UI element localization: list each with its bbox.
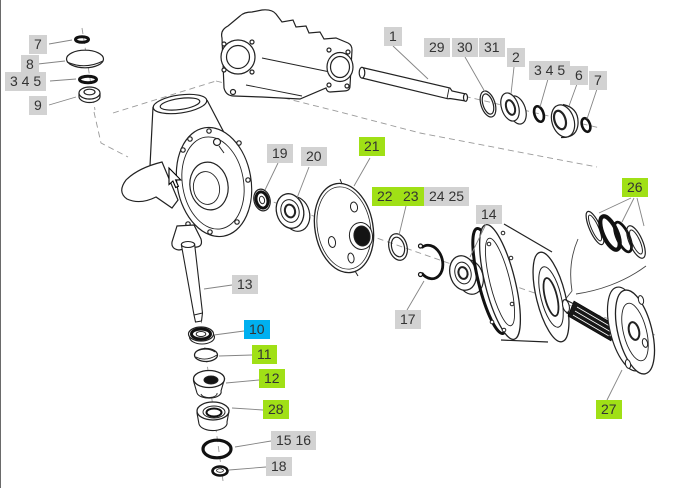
- part-bearing-20: [275, 193, 311, 232]
- callout-2[interactable]: 2: [507, 48, 525, 67]
- part-bushing-12: [192, 369, 226, 399]
- part-oring-22-23: [388, 233, 408, 261]
- part-oring-29-30-31: [479, 90, 497, 118]
- part-axle-flange-27: [561, 286, 656, 375]
- callout-30[interactable]: 30: [452, 38, 478, 57]
- part-cap-8: [65, 49, 105, 69]
- callout-8[interactable]: 8: [21, 55, 39, 74]
- callout-19[interactable]: 19: [267, 144, 293, 163]
- part-wheel-hub: [471, 223, 570, 343]
- part-washer-11: [193, 347, 219, 363]
- callout-14[interactable]: 14: [476, 205, 502, 224]
- leader-lines: [37, 39, 645, 471]
- callout-13[interactable]: 13: [232, 275, 258, 294]
- part-kingpin-13: [180, 240, 204, 323]
- part-ring-18: [211, 465, 229, 477]
- callout-31[interactable]: 31: [479, 38, 505, 57]
- part-bearing-14: [449, 255, 484, 295]
- callout-12[interactable]: 12: [259, 369, 285, 388]
- callout-22[interactable]: 22: [372, 187, 398, 206]
- callout-15-16[interactable]: 15 16: [271, 431, 317, 450]
- part-ring-3-4-5-left: [78, 74, 98, 85]
- part-axle-housing: [220, 9, 354, 100]
- part-steering-knuckle: [121, 93, 253, 251]
- part-backing-plate-21: [313, 178, 375, 277]
- part-seal-19: [253, 188, 271, 212]
- callout-24-25[interactable]: 24 25: [424, 187, 470, 206]
- part-oring-15-16: [201, 438, 233, 460]
- callout-1[interactable]: 1: [384, 27, 402, 46]
- callout-7-right[interactable]: 7: [589, 71, 607, 90]
- callout-6[interactable]: 6: [570, 66, 588, 85]
- part-bearing-cup-28: [196, 401, 230, 432]
- part-bearing-2: [500, 92, 527, 125]
- callout-9[interactable]: 9: [29, 96, 47, 115]
- callout-17[interactable]: 17: [395, 310, 421, 329]
- callout-3-4-5-left[interactable]: 3 4 5: [5, 72, 47, 91]
- part-cup-6: [550, 103, 579, 139]
- callout-26[interactable]: 26: [622, 178, 648, 197]
- part-ring-3-4-5-right: [532, 104, 546, 124]
- arrow-pointer-icon: [168, 166, 183, 189]
- callout-7-left[interactable]: 7: [29, 35, 47, 54]
- part-snap-ring-17: [417, 243, 445, 281]
- callout-18[interactable]: 18: [266, 457, 292, 476]
- part-bearing-10: [187, 326, 216, 345]
- callout-28[interactable]: 28: [263, 400, 289, 419]
- callout-3-4-5-right[interactable]: 3 4 5: [529, 61, 571, 80]
- callout-27[interactable]: 27: [596, 400, 622, 419]
- part-seal-rings-26: [563, 210, 647, 302]
- callout-23[interactable]: 23: [398, 187, 424, 206]
- callout-21[interactable]: 21: [359, 137, 385, 156]
- callout-11[interactable]: 11: [252, 345, 277, 364]
- callout-10[interactable]: 10: [244, 320, 270, 339]
- part-seal-7: [74, 35, 90, 44]
- window-edge-divider: [0, 0, 1, 488]
- callout-29[interactable]: 29: [424, 38, 450, 57]
- part-oring-7-right: [580, 116, 592, 134]
- callout-20[interactable]: 20: [301, 147, 327, 166]
- part-bearing-9: [78, 86, 101, 104]
- part-shaft-1: [358, 66, 469, 102]
